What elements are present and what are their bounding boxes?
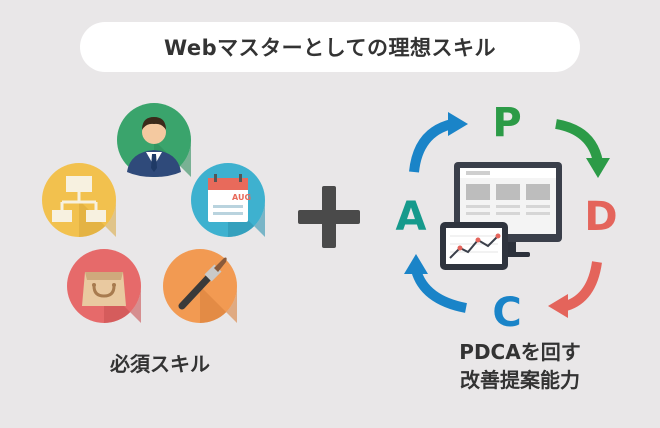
calendar-month-label: AUG	[232, 193, 251, 202]
pdca-letter-a: A	[396, 194, 427, 240]
pdca-letter-d: D	[584, 194, 617, 240]
right-caption: PDCAを回す 改善提案能力	[400, 338, 640, 394]
calendar-icon: AUG	[191, 163, 265, 237]
org-chart-icon	[42, 163, 116, 237]
shopping-bag-icon	[67, 249, 141, 323]
plus-icon	[298, 186, 360, 248]
pdca-letter-c: C	[492, 290, 521, 336]
paintbrush-icon	[163, 249, 237, 323]
title-text: Webマスターとしての理想スキル	[163, 36, 497, 60]
pdca-letter-p: P	[492, 100, 521, 146]
left-caption: 必須スキル	[60, 350, 260, 378]
cycle-arrow-a-to-p	[409, 112, 468, 173]
tablet-icon	[440, 222, 508, 270]
cycle-arrow-c-to-a	[404, 254, 468, 313]
cycle-arrow-p-to-d	[555, 119, 610, 178]
cycle-arrow-d-to-c	[548, 261, 602, 318]
title-banner: Webマスターとしての理想スキル	[80, 22, 580, 72]
user-icon	[117, 103, 191, 177]
right-caption-line1: PDCAを回す	[459, 340, 581, 364]
right-caption-line2: 改善提案能力	[460, 368, 580, 392]
left-caption-text: 必須スキル	[110, 352, 210, 376]
